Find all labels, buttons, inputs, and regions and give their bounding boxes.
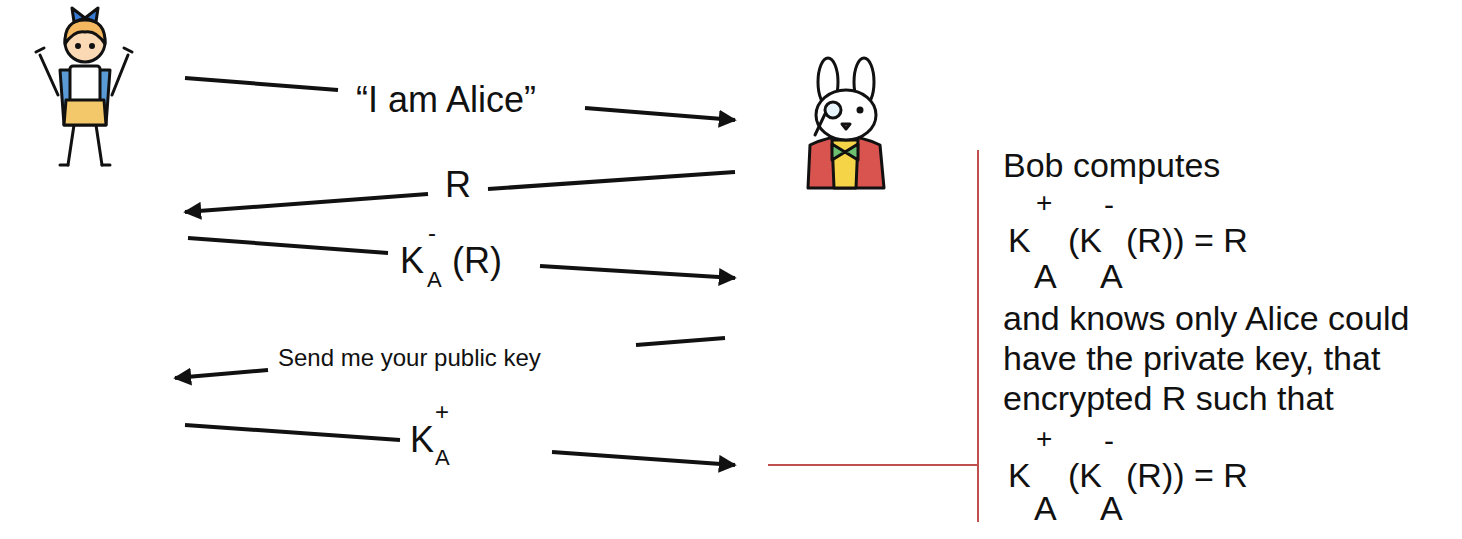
message-label: Send me your public key	[278, 346, 541, 370]
formula-part: A	[1100, 491, 1123, 525]
formula-part: -	[1104, 190, 1114, 220]
formula-part: +	[1036, 425, 1052, 453]
note-heading: Bob computes	[1003, 148, 1220, 182]
key-symbol: K	[400, 243, 424, 279]
formula-part: (R)) = R	[1126, 223, 1248, 257]
formula-part: K	[1008, 458, 1031, 492]
bob-rabbit-icon	[808, 58, 884, 188]
nonce-label: (R)	[452, 243, 502, 279]
key-subscript: A	[427, 269, 442, 291]
formula-part: A	[1034, 491, 1057, 525]
key-subscript: A	[435, 447, 450, 469]
formula-part: (K	[1068, 223, 1102, 257]
note-text: and knows only Alice could have the priv…	[1003, 298, 1453, 418]
bracket-line	[768, 150, 978, 522]
formula-part: -	[1104, 426, 1114, 456]
formula-part: +	[1036, 189, 1052, 217]
message-arrow	[175, 78, 735, 465]
formula-part: A	[1034, 259, 1057, 293]
formula-part: K	[1008, 223, 1031, 257]
key-superscript: -	[428, 221, 436, 245]
nonce-label: R	[445, 167, 471, 203]
key-superscript: +	[435, 400, 449, 424]
key-symbol: K	[410, 422, 434, 458]
formula-part: A	[1100, 259, 1123, 293]
formula-part: (K	[1068, 458, 1102, 492]
formula-part: (R)) = R	[1126, 458, 1248, 492]
message-label: “I am Alice”	[356, 82, 536, 118]
alice-icon	[36, 8, 132, 165]
